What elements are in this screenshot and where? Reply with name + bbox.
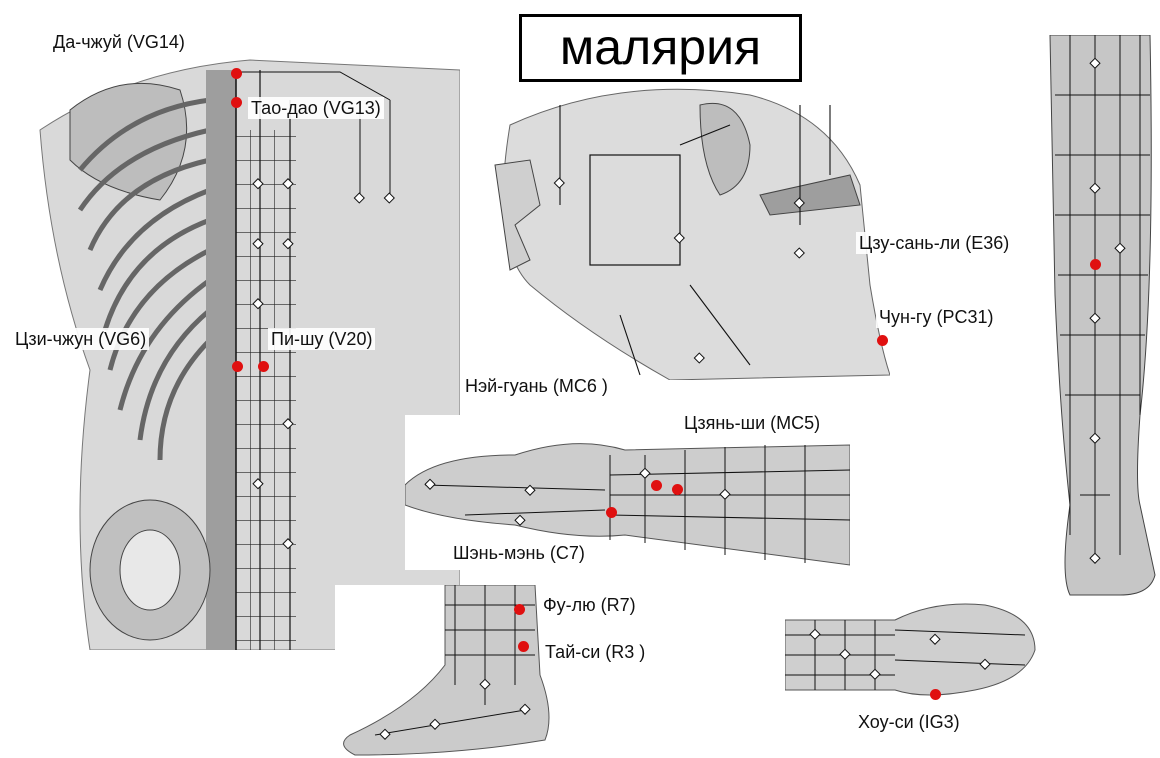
acupoint-tay-si-marker bbox=[518, 641, 529, 652]
label-tszyan-shi: Цзянь-ши (MC5) bbox=[681, 412, 823, 434]
acupoint-tszyan-shi-marker bbox=[672, 484, 683, 495]
label-tay-si: Тай-си (R3 ) bbox=[542, 641, 648, 663]
acupoint-fu-lyu-marker bbox=[514, 604, 525, 615]
label-pi-shu: Пи-шу (V20) bbox=[268, 328, 375, 350]
label-tszi-chzhun: Цзи-чжун (VG6) bbox=[12, 328, 149, 350]
label-chun-gu: Чун-гу (PC31) bbox=[876, 306, 997, 328]
acupoint-tszu-san-li-marker bbox=[1090, 259, 1101, 270]
label-tao-dao: Тао-дао (VG13) bbox=[248, 97, 384, 119]
acupoint-tszi-chzhun-marker bbox=[232, 361, 243, 372]
leg-illustration bbox=[1040, 35, 1160, 600]
label-ney-guan: Нэй-гуань (MC6 ) bbox=[462, 375, 611, 397]
acupoint-tao-dao-marker bbox=[231, 97, 242, 108]
acupoint-chun-gu-marker bbox=[877, 335, 888, 346]
page-title: малярия bbox=[519, 14, 802, 82]
head-profile-illustration bbox=[470, 85, 890, 380]
label-fu-lyu: Фу-лю (R7) bbox=[540, 594, 639, 616]
label-da-chzhuy: Да-чжуй (VG14) bbox=[50, 31, 188, 53]
hand-illustration bbox=[785, 590, 1040, 705]
label-hou-si: Хоу-си (IG3) bbox=[855, 711, 963, 733]
acupoint-hou-si-marker bbox=[930, 689, 941, 700]
acupoint-da-chzhuy-marker bbox=[231, 68, 242, 79]
acupoint-ney-guan-marker bbox=[651, 480, 662, 491]
label-shen-men: Шэнь-мэнь (C7) bbox=[450, 542, 588, 564]
acupoint-pi-shu-marker bbox=[258, 361, 269, 372]
acupoint-shen-men-marker bbox=[606, 507, 617, 518]
ankle-foot-illustration bbox=[335, 585, 560, 758]
label-tszu-san-li: Цзу-сань-ли (E36) bbox=[856, 232, 1012, 254]
